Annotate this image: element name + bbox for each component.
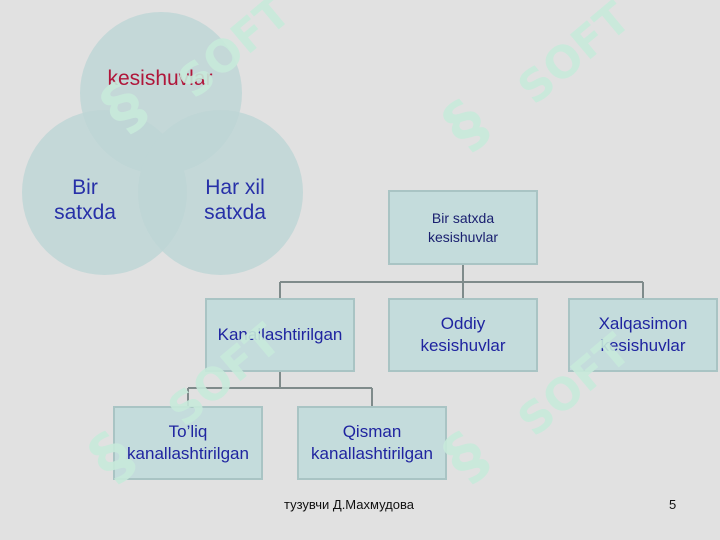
tree-node-oddiy: Oddiy kesishuvlar: [388, 298, 538, 372]
tree-node-kanallashtirilgan: Kanallashtirilgan: [205, 298, 355, 372]
tree-node-label: Kanallashtirilgan: [217, 325, 343, 344]
venn-left-label: Bir satxda: [54, 176, 116, 224]
connector-level2: [187, 372, 373, 406]
tree-node-xalqasimon: Xalqasimon kesishuvlar: [568, 298, 718, 372]
tree-node-toliq: To’liq kanallashtirilgan: [113, 406, 263, 480]
venn-top-label: kesishuvlar: [107, 67, 213, 90]
tree-node-label: Qisman kanallashtirilgan: [311, 422, 433, 463]
tree-node-label: To’liq kanallashtirilgan: [127, 422, 249, 463]
tree-node-label: Xalqasimon kesishuvlar: [598, 314, 688, 355]
tree-root-label: Bir satxda kesishuvlar: [427, 209, 499, 245]
connector-level1: [279, 265, 644, 298]
footer-author: тузувчи Д.Махмудова: [284, 497, 414, 512]
venn-circle-right: [138, 110, 303, 275]
tree-root-box: Bir satxda kesishuvlar: [388, 190, 538, 265]
page-number: 5: [669, 497, 677, 512]
tree-node-label: Oddiy kesishuvlar: [420, 314, 506, 355]
venn-right-label: Har xil satxda: [204, 176, 266, 224]
tree-node-qisman: Qisman kanallashtirilgan: [297, 406, 447, 480]
